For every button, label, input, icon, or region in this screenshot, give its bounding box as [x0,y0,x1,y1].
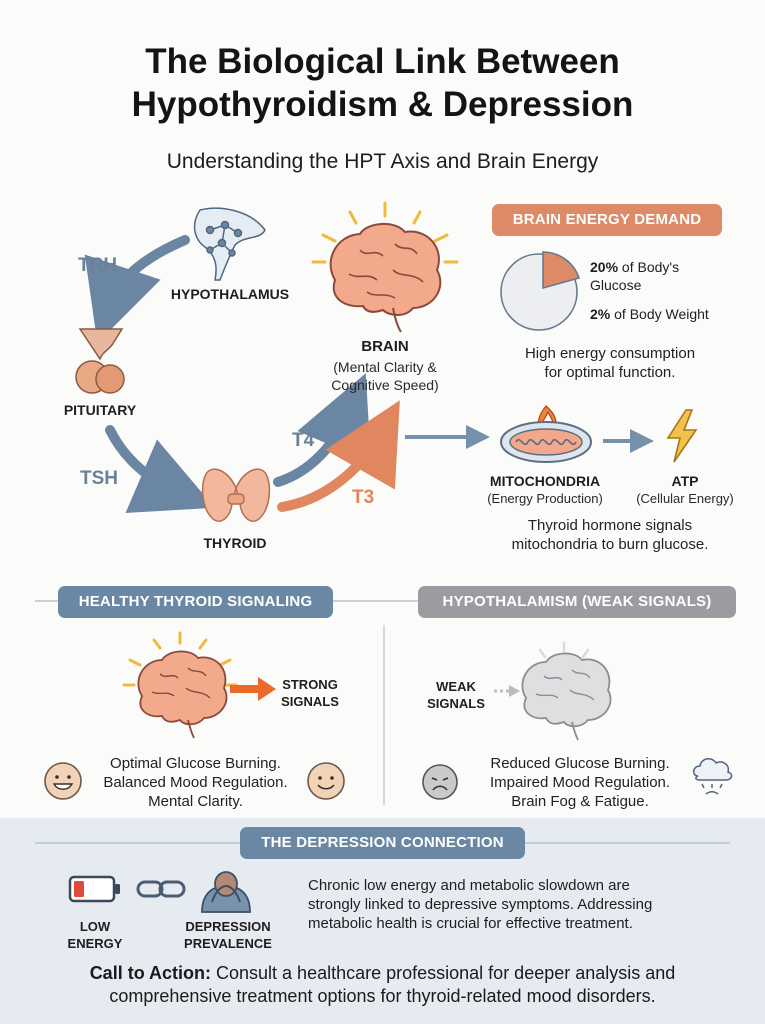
depressed-person-icon [201,871,251,913]
mitochondria-label: MITOCHONDRIA [489,473,601,489]
hypothalamus-label: HYPOTHALAMUS [170,286,290,302]
t3-arrow [277,400,400,512]
mitochondria-icon [500,405,592,463]
depression-connection-header: THE DEPRESSION CONNECTION [240,827,525,859]
tsh-label: TSH [80,468,118,489]
pituitary-icon [75,328,125,394]
weak-signal-arrow [494,685,520,697]
title-line-1: The Biological Link Between [145,42,620,81]
glucose-pie-chart [500,251,581,331]
chain-link-icon [136,880,186,898]
brain-description: (Mental Clarity & Cognitive Speed) [331,359,439,393]
weak-effects: Reduced Glucose Burning. Impaired Mood R… [489,755,671,810]
mitochondria-note: Thyroid hormone signals mitochondria to … [511,517,709,553]
energy-demand-header: BRAIN ENERGY DEMAND [492,204,722,236]
weak-signals-label: WEAK SIGNALS [427,679,485,711]
lightning-icon [666,409,698,463]
depression-prevalence-label: DEPRESSION PREVALENCE [184,919,272,951]
trh-label: TRH [78,255,118,276]
call-to-action: Call to Action: Consult a healthcare pro… [0,962,765,1008]
cta-text-1: Consult a healthcare professional for de… [211,963,676,983]
page-title: The Biological Link Between Hypothyroidi… [0,40,765,126]
strong-signals-label: STRONG SIGNALS [281,677,339,709]
connection-text: Chronic low energy and metabolic slowdow… [308,877,653,932]
trh-arrow [84,235,190,343]
energy-demand-note: High energy consumption for optimal func… [524,345,696,381]
t3-label: T3 [352,487,375,508]
stat-glucose-text-2: Glucose [590,277,642,293]
page-subtitle: Understanding the HPT Axis and Brain Ene… [166,150,599,173]
cta-text-2: comprehensive treatment options for thyr… [109,986,656,1006]
smile-face-icon [307,762,345,800]
atp-label: ATP [671,473,699,489]
stat-glucose-value: 20% [590,259,619,275]
healthy-header: HEALTHY THYROID SIGNALING [58,586,333,618]
low-energy-label: LOW ENERGY [67,919,123,951]
thyroid-icon [201,468,271,522]
sad-face-icon [422,764,458,800]
mitochondria-description: (Energy Production) [487,491,603,506]
tsh-arrow [105,425,215,513]
strong-signal-arrow [230,677,276,701]
brain-icon [311,201,459,333]
stat-weight: 2% of Body Weight [590,306,709,322]
weak-header: HYPOTHALAMISM (WEAK SIGNALS) [418,586,736,618]
hypothalamus-icon [193,207,266,281]
stat-weight-value: 2% [590,306,611,322]
cloud-icon [693,758,733,795]
atp-description: (Cellular Energy) [636,491,734,506]
brain-label: BRAIN [361,338,409,355]
happy-face-icon [44,762,82,800]
t4-label: T4 [292,430,315,451]
healthy-effects: Optimal Glucose Burning. Balanced Mood R… [103,755,288,810]
pituitary-label: PITUITARY [63,402,137,418]
cta-label: Call to Action: [89,963,212,983]
stat-glucose: 20% of Body's Glucose [590,258,679,294]
healthy-brain-icon [122,631,238,739]
low-battery-icon [68,875,120,903]
column-divider [383,625,385,805]
stat-weight-text: of Body Weight [610,306,709,322]
weak-brain-icon [521,641,612,741]
title-line-2: Hypothyroidism & Depression [131,85,634,124]
thyroid-label: THYROID [203,535,267,551]
stat-glucose-text: of Body's [618,259,680,275]
